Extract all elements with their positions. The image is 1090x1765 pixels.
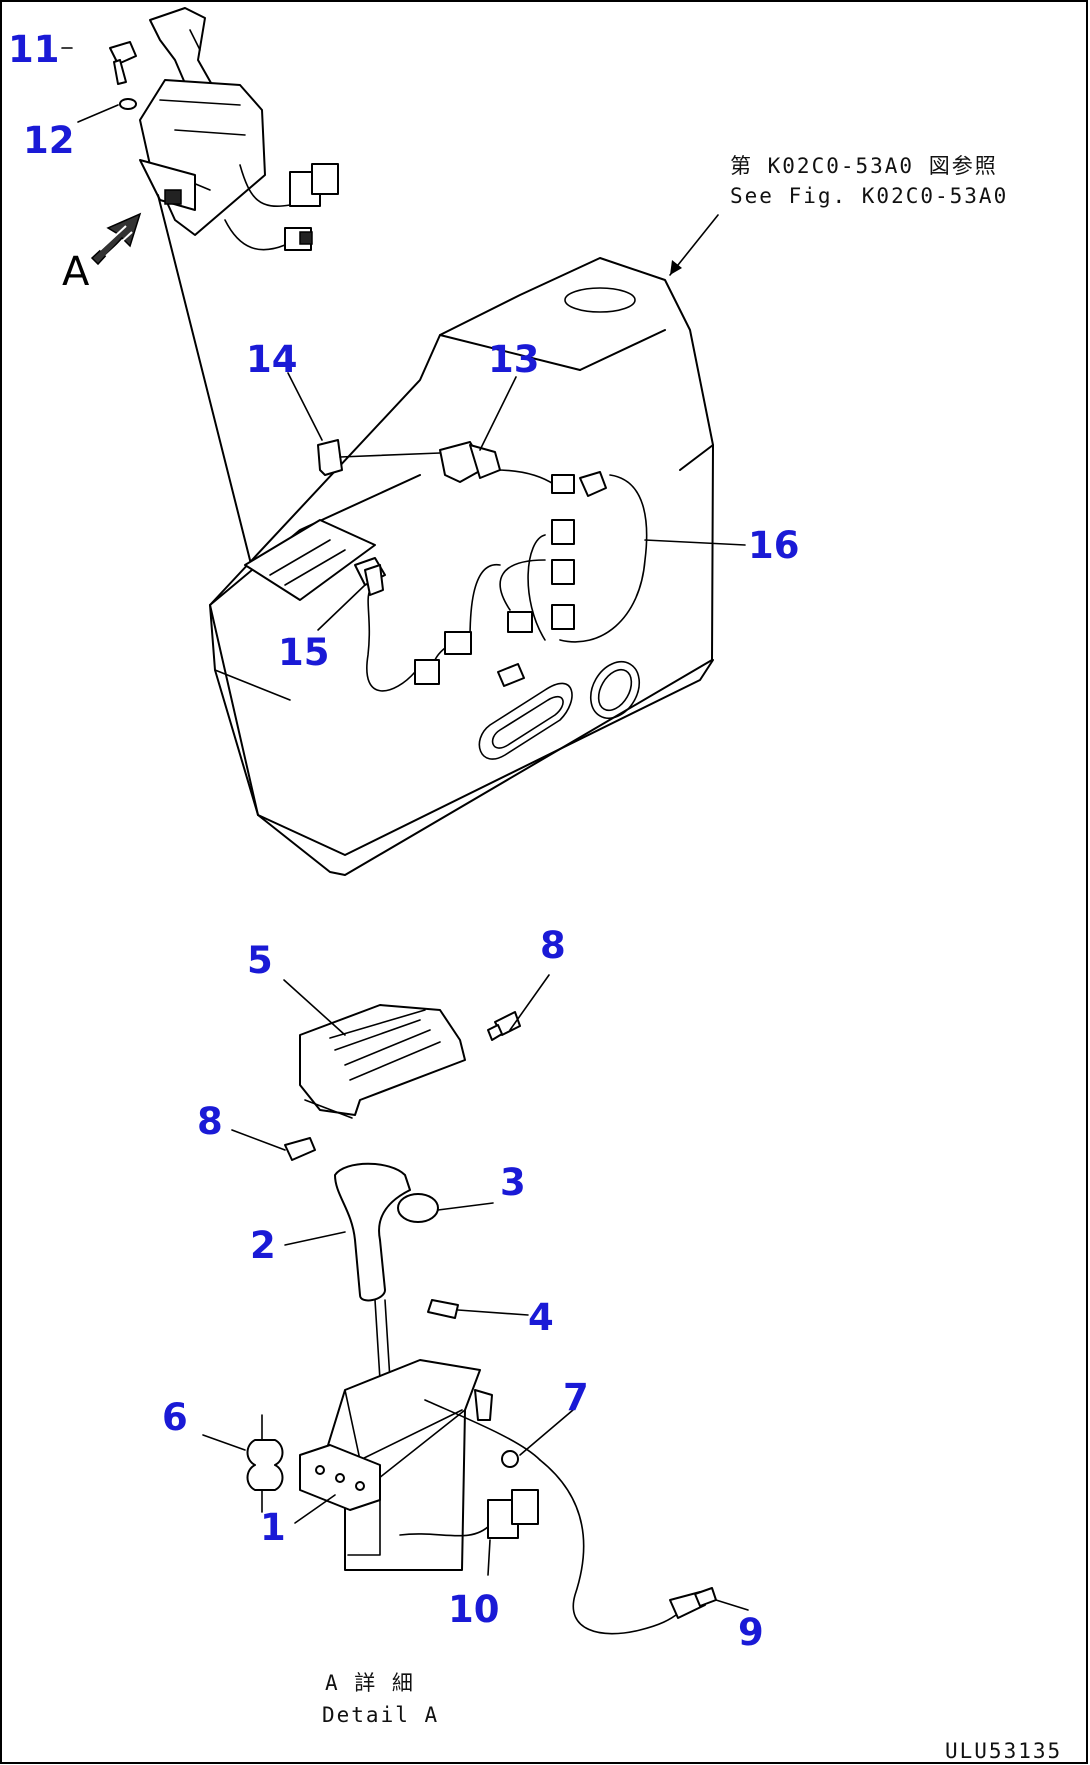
view-arrow-label: A	[62, 249, 90, 295]
callout-4: 4	[528, 1296, 554, 1339]
callout-3: 3	[500, 1161, 526, 1204]
callout-6: 6	[162, 1396, 188, 1439]
washer-12	[119, 98, 137, 110]
console-body	[209, 257, 714, 876]
switch-15	[354, 557, 386, 596]
spring-6	[246, 1414, 284, 1513]
detail-caption-en: Detail A	[322, 1703, 439, 1727]
lever-grip-2	[334, 1162, 411, 1381]
reference-note-en: See Fig. K02C0-53A0	[730, 184, 1008, 208]
bolt-11	[109, 41, 137, 85]
drawing-number: ULU53135	[945, 1739, 1062, 1763]
reference-note: 第 K02C0-53A0 図参照 See Fig. K02C0-53A0	[669, 154, 1008, 276]
callout-13: 13	[488, 338, 540, 381]
screw-8a	[487, 1011, 521, 1041]
screw-8b	[284, 1137, 316, 1161]
callout-10: 10	[448, 1588, 500, 1631]
callout-numbers: 11 12 14 13 16 15 5 8 8 3 2 4 7 6 1 10 9	[8, 28, 800, 1654]
callout-16: 16	[748, 524, 800, 567]
switch-13	[439, 441, 501, 483]
callout-11: 11	[8, 28, 60, 71]
callout-9: 9	[738, 1611, 764, 1654]
view-arrow-a: A	[62, 212, 142, 295]
callout-15: 15	[278, 631, 330, 674]
callout-1: 1	[260, 1506, 286, 1549]
reference-note-jp: 第 K02C0-53A0 図参照	[730, 154, 998, 178]
callout-8-lower: 8	[197, 1100, 223, 1143]
callout-8-upper: 8	[540, 924, 566, 967]
callout-5: 5	[247, 939, 273, 982]
lever-housing-1	[299, 1359, 717, 1635]
callout-7: 7	[563, 1376, 589, 1419]
detail-caption: A 詳 細 Detail A	[322, 1671, 439, 1727]
callout-2: 2	[250, 1224, 276, 1267]
callout-12: 12	[23, 119, 75, 162]
cover-plate-5	[299, 1004, 466, 1119]
knob-cap-3	[397, 1193, 439, 1223]
cap-14	[317, 439, 441, 476]
leader-lines	[61, 47, 749, 1611]
detail-caption-jp: A 詳 細	[325, 1671, 415, 1695]
mounted-lever-assembly	[139, 7, 339, 581]
wiring-harness-16	[366, 469, 648, 692]
callout-14: 14	[246, 338, 298, 381]
set-screw-4	[427, 1299, 459, 1319]
